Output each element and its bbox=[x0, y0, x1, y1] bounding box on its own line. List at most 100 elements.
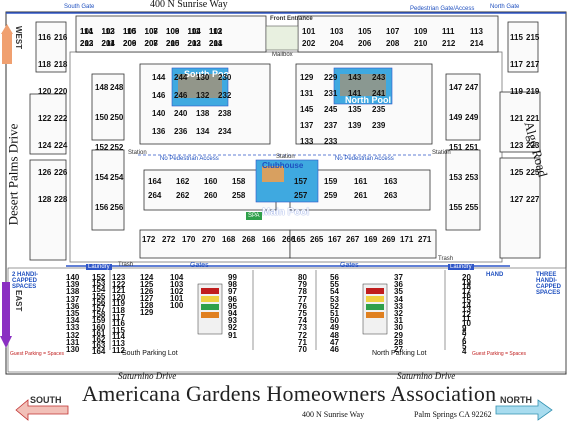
unit-number: 163 bbox=[384, 177, 398, 186]
unit-number: 212 bbox=[187, 39, 201, 48]
unit-number: 130 bbox=[196, 73, 210, 82]
guest-parking-right: Guest Parking = Spaces bbox=[472, 351, 527, 357]
unit-number: 223 bbox=[526, 141, 540, 150]
unit-number: 111 bbox=[187, 27, 200, 36]
unit-number: 110 bbox=[123, 27, 136, 36]
unit-number: 231 bbox=[324, 89, 338, 98]
unit-number: 262 bbox=[176, 191, 190, 200]
unit-number: 252 bbox=[110, 143, 124, 152]
unit-number: 143 bbox=[348, 73, 362, 82]
unit-number: 10 bbox=[462, 319, 471, 328]
gates-right-label: Gates bbox=[340, 262, 359, 269]
unit-number: 129 bbox=[140, 308, 154, 317]
trash-left-label: Trash bbox=[118, 262, 134, 268]
unit-number: 137 bbox=[66, 294, 80, 304]
unit-number: 254 bbox=[110, 173, 124, 182]
association-city: Palm Springs CA 92262 bbox=[414, 410, 492, 419]
south-pool-block bbox=[139, 63, 271, 145]
unit-number: 251 bbox=[465, 143, 479, 152]
unit-number: 267 bbox=[346, 235, 360, 244]
unit-number: 33 bbox=[394, 301, 403, 311]
unit-number: 229 bbox=[324, 73, 338, 82]
south-pool-label: South Pool bbox=[184, 69, 232, 79]
unit-number: 263 bbox=[384, 191, 398, 200]
unit-number: 55 bbox=[330, 280, 339, 290]
unit-number: 7 bbox=[462, 332, 467, 342]
south-arrow bbox=[15, 399, 69, 421]
unit-number: 220 bbox=[54, 87, 68, 96]
unit-number: 204 bbox=[330, 39, 344, 48]
unit-number: 127 bbox=[140, 294, 154, 303]
unit-number: 120 bbox=[112, 292, 126, 302]
unit-number: 212 bbox=[442, 39, 456, 48]
unit-number: 255 bbox=[465, 203, 479, 212]
left-column-buildings bbox=[29, 21, 67, 261]
unit-number: 16 bbox=[462, 291, 471, 301]
unit-number: 156 bbox=[92, 297, 106, 307]
unit-number: 122 bbox=[112, 279, 126, 289]
unit-number: 100 bbox=[170, 301, 184, 310]
unit-number: 165 bbox=[292, 235, 306, 244]
unit-number: 156 bbox=[95, 203, 109, 212]
south-gate-label: South Gate bbox=[64, 4, 95, 10]
unit-number: 140 bbox=[66, 273, 80, 282]
unit-number: 95 bbox=[228, 301, 237, 311]
unit-number: 138 bbox=[66, 287, 80, 297]
unit-number: 225 bbox=[526, 168, 540, 177]
unit-number: 37 bbox=[394, 273, 403, 282]
unit-number: 204 bbox=[101, 39, 115, 48]
unit-number: 129 bbox=[300, 73, 314, 82]
unit-number: 107 bbox=[144, 27, 158, 36]
unit-number: 111 bbox=[442, 27, 455, 36]
unit-number: 52 bbox=[330, 301, 339, 311]
unit-number: 19 bbox=[462, 277, 471, 287]
east-label: EAST bbox=[14, 290, 23, 312]
unit-number: 139 bbox=[348, 121, 362, 130]
unit-number: 108 bbox=[144, 27, 158, 36]
unit-number: 51 bbox=[330, 309, 339, 318]
property-boundary bbox=[5, 11, 567, 375]
unit-number: 164 bbox=[148, 177, 162, 186]
unit-number: 271 bbox=[418, 235, 432, 244]
unit-number: 214 bbox=[470, 39, 484, 48]
no-pedestrian-left: No Pedestrian Access bbox=[160, 156, 219, 162]
unit-number: 236 bbox=[174, 127, 188, 136]
unit-number: 160 bbox=[92, 322, 106, 332]
west-arrow bbox=[1, 24, 13, 64]
unit-number: 31 bbox=[394, 316, 403, 326]
unit-number: 161 bbox=[354, 177, 368, 186]
unit-number: 127 bbox=[510, 195, 524, 204]
unit-number: 114 bbox=[112, 332, 125, 342]
unit-number: 46 bbox=[330, 345, 339, 354]
unit-number: 123 bbox=[510, 141, 524, 150]
unit-number: 124 bbox=[140, 273, 154, 282]
unit-number: 113 bbox=[112, 339, 125, 348]
unit-number: 30 bbox=[394, 323, 403, 333]
unit-number: 159 bbox=[324, 177, 338, 186]
handicap-short-label: HAND bbox=[486, 272, 504, 278]
unit-number: 135 bbox=[348, 105, 362, 114]
unit-number: 53 bbox=[330, 294, 339, 304]
unit-number: 36 bbox=[394, 280, 403, 290]
unit-number: 202 bbox=[80, 39, 94, 48]
unit-number: 141 bbox=[348, 89, 362, 98]
unit-number: 226 bbox=[54, 168, 68, 177]
unit-number: 48 bbox=[330, 330, 339, 340]
station-center-label: Station bbox=[276, 154, 295, 160]
gates-left-label: Gates bbox=[190, 262, 209, 269]
unit-number: 116 bbox=[38, 33, 51, 42]
unit-number: 96 bbox=[228, 294, 237, 304]
unit-number: 34 bbox=[394, 294, 403, 304]
unit-number: 118 bbox=[38, 60, 51, 69]
unit-number: 134 bbox=[196, 127, 210, 136]
no-pedestrian-right: No Pedestrian Access bbox=[335, 156, 394, 162]
unit-number: 147 bbox=[449, 83, 463, 92]
top-row-buildings bbox=[75, 15, 499, 53]
unit-number: 106 bbox=[166, 27, 180, 36]
unit-number: 158 bbox=[232, 177, 246, 186]
unit-number: 207 bbox=[144, 39, 158, 48]
unit-number: 27 bbox=[394, 345, 403, 354]
unit-number: 249 bbox=[465, 113, 479, 122]
north-gate-label: North Gate bbox=[490, 4, 520, 10]
unit-number: 11 bbox=[462, 314, 471, 324]
